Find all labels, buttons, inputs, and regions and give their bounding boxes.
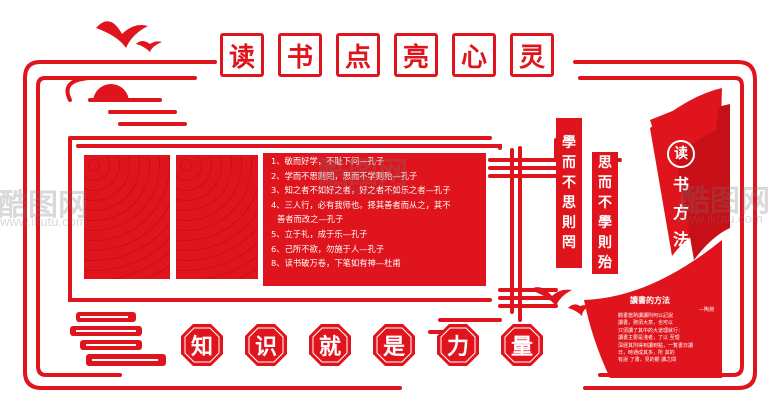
quote-line: 善者而改之—孔子: [277, 214, 344, 225]
title-char: 书: [278, 33, 322, 77]
octagon-badge: 知: [180, 323, 224, 367]
quote-line: 4、三人行，必有我师也。择其善者而从之，其不: [271, 199, 451, 210]
sail-char: 读: [667, 140, 695, 168]
vertical-char: 思: [562, 195, 576, 211]
badge-char: 量: [510, 335, 533, 360]
pattern-panel-left: [84, 155, 170, 279]
vertical-banner-left: 學 而 不 思 則 罔: [556, 118, 582, 268]
title-char: 点: [336, 33, 380, 77]
badge-char: 知: [190, 335, 213, 360]
sail-char: 书: [672, 175, 689, 195]
title-char: 亮: [394, 33, 438, 77]
vertical-banner-right: 思 而 不 學 則 殆: [592, 152, 618, 274]
title-char: 灵: [510, 33, 554, 77]
vertical-char: 而: [598, 175, 612, 191]
quote-line: 2、学而不思则罔，思而不学则殆—孔子: [271, 170, 418, 181]
sail-char: 法: [672, 229, 689, 249]
boat-card-line: 深經其則得到讀到點，一覧書日讀: [618, 342, 694, 349]
octagon-badge: 量: [500, 323, 544, 367]
boat-card-line: 日，時通成其多，所 其的: [618, 350, 675, 357]
octagon-badge: 识: [244, 323, 288, 367]
watermark: 酷图网: [0, 189, 88, 222]
quote-line: 1、敏而好学，不耻下问—孔子: [271, 156, 385, 166]
title-char: 读: [220, 33, 264, 77]
vertical-char: 不: [562, 175, 576, 191]
vertical-char: 則: [598, 235, 612, 251]
quote-line: 6、己所不欲，勿施于人—孔子: [271, 243, 385, 254]
boat-card-line: 觀書當熟讀讀則何以記說: [618, 313, 674, 319]
octagon-badge: 是: [372, 323, 416, 367]
vertical-char: 不: [598, 195, 612, 211]
vertical-char: 學: [598, 215, 612, 231]
boat-sail-text: 读 书 方 法: [666, 140, 696, 250]
vertical-char: 罔: [562, 235, 576, 251]
boat-card-author: —陶淵: [698, 307, 714, 313]
badge-char: 识: [254, 335, 277, 360]
vertical-char: 學: [562, 135, 576, 151]
boat-card-line: 讀書，務須大意，也可以: [618, 320, 674, 327]
badge-char: 就: [318, 335, 341, 360]
sail-char: 方: [672, 202, 689, 222]
pattern-panel-middle: [176, 155, 258, 279]
boat-card-title: 讀書的方法: [630, 296, 670, 305]
badge-char: 是: [382, 335, 405, 360]
badge-char: 力: [446, 335, 469, 360]
vertical-char: 則: [562, 215, 576, 231]
vertical-char: 思: [598, 155, 612, 171]
vertical-char: 殆: [598, 255, 612, 271]
quote-line: 8、读书破万卷，下笔如有神—杜甫: [271, 258, 401, 269]
watermark: 酷图网: [318, 157, 408, 190]
quotes-panel: 1、敏而好学，不耻下问—孔子 2、学而不思则罔，思而不学则殆—孔子 3、知之者不…: [263, 153, 486, 286]
boat-card-line: 讀書主要是淺者，了以 至理: [618, 335, 680, 342]
boat-card: 讀書的方法 —陶淵 觀書當熟讀讀則何以記說 讀書，務須大意，也可以 只須讀了其中…: [616, 295, 720, 365]
octagon-badge: 就: [308, 323, 352, 367]
quote-line: 5、立于礼，成于乐—孔子: [271, 228, 368, 239]
vertical-char: 而: [562, 155, 576, 171]
watermark: 酷图网: [680, 185, 770, 218]
boat-card-line: 有說 了書，見的觀 讀之間: [618, 357, 677, 364]
octagon-badge: 力: [436, 323, 480, 367]
title-char: 心: [452, 33, 496, 77]
watermark: www.ikutu.com: [318, 183, 405, 198]
watermark: www.ikutu.com: [676, 211, 763, 226]
boat-card-line: 只須讀了其中的大道理就行：: [618, 327, 684, 334]
quote-line: 3、知之者不如好之者，好之者不如乐之者—孔子: [271, 185, 451, 196]
watermark: www.ikutu.com: [0, 214, 87, 229]
